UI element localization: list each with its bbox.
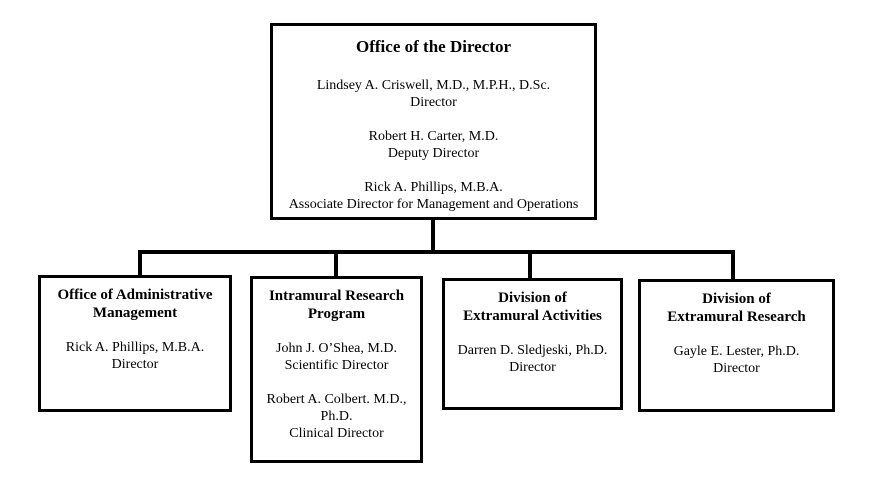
person-role: Director bbox=[410, 95, 457, 110]
connector-drop-line-extramural-research bbox=[731, 250, 735, 281]
person-name: Rick A. Phillips, M.B.A. bbox=[364, 180, 503, 195]
org-box-title: Office of the Director bbox=[356, 37, 511, 56]
org-box-office-of-the-director: Office of the Director Lindsey A. Criswe… bbox=[270, 23, 597, 220]
person-role: Director bbox=[111, 357, 159, 372]
person-entry: Rick A. Phillips, M.B.A. Associate Direc… bbox=[273, 179, 594, 213]
person-role: Director bbox=[713, 361, 760, 376]
person-name: Robert A. Colbert. M.D., Ph.D. bbox=[266, 392, 407, 424]
person-name: Darren D. Sledjeski, Ph.D. bbox=[457, 343, 608, 358]
org-box-office-of-administrative-management: Office of Administrative Management Rick… bbox=[38, 275, 232, 412]
person-entry: Lindsey A. Criswell, M.D., M.P.H., D.Sc.… bbox=[273, 77, 594, 111]
person-name: John J. O’Shea, M.D. bbox=[276, 341, 397, 356]
person-entry: Darren D. Sledjeski, Ph.D. Director bbox=[445, 342, 620, 376]
person-role: Associate Director for Management and Op… bbox=[288, 197, 579, 212]
connector-stem-line bbox=[431, 220, 435, 253]
person-entry: John J. O’Shea, M.D. Scientific Director bbox=[253, 340, 420, 374]
person-role: Director bbox=[509, 360, 556, 375]
org-box-title-line: Management bbox=[92, 305, 178, 321]
connector-drop-line-administrative-management bbox=[138, 250, 142, 277]
person-name: Robert H. Carter, M.D. bbox=[368, 129, 499, 144]
person-entry: Robert A. Colbert. M.D., Ph.D. Clinical … bbox=[253, 391, 420, 442]
connector-horizontal-line bbox=[138, 250, 735, 254]
person-role: Deputy Director bbox=[387, 146, 480, 161]
org-box-title: Intramural Research Program bbox=[253, 279, 420, 323]
org-box-division-of-extramural-research: Division of Extramural Research Gayle E.… bbox=[638, 279, 835, 412]
person-entry: Robert H. Carter, M.D. Deputy Director bbox=[273, 128, 594, 162]
person-name: Rick A. Phillips, M.B.A. bbox=[65, 340, 205, 355]
org-box-title: Division of Extramural Research bbox=[641, 282, 832, 326]
org-box-division-of-extramural-activities: Division of Extramural Activities Darren… bbox=[442, 278, 623, 410]
connector-drop-line-extramural-activities bbox=[528, 250, 532, 280]
connector-drop-line-intramural-research bbox=[334, 250, 338, 278]
org-box-title-line: Division of bbox=[498, 290, 567, 306]
org-box-title: Division of Extramural Activities bbox=[445, 281, 620, 325]
org-box-title-line: Program bbox=[307, 306, 366, 322]
org-box-title-line: Extramural Activities bbox=[463, 308, 602, 324]
org-box-title-line: Office of Administrative bbox=[57, 287, 213, 303]
org-box-title: Office of Administrative Management bbox=[41, 278, 229, 322]
org-box-title-line: Division of bbox=[702, 291, 771, 307]
org-box-title-line: Extramural Research bbox=[667, 309, 806, 325]
person-name: Lindsey A. Criswell, M.D., M.P.H., D.Sc. bbox=[316, 78, 551, 93]
person-role: Clinical Director bbox=[289, 426, 384, 441]
person-name: Gayle E. Lester, Ph.D. bbox=[673, 344, 800, 359]
org-box-intramural-research-program: Intramural Research Program John J. O’Sh… bbox=[250, 276, 423, 463]
org-box-title-line: Intramural Research bbox=[268, 288, 405, 304]
person-role: Scientific Director bbox=[284, 358, 389, 373]
person-entry: Gayle E. Lester, Ph.D. Director bbox=[641, 343, 832, 377]
person-entry: Rick A. Phillips, M.B.A. Director bbox=[41, 339, 229, 373]
